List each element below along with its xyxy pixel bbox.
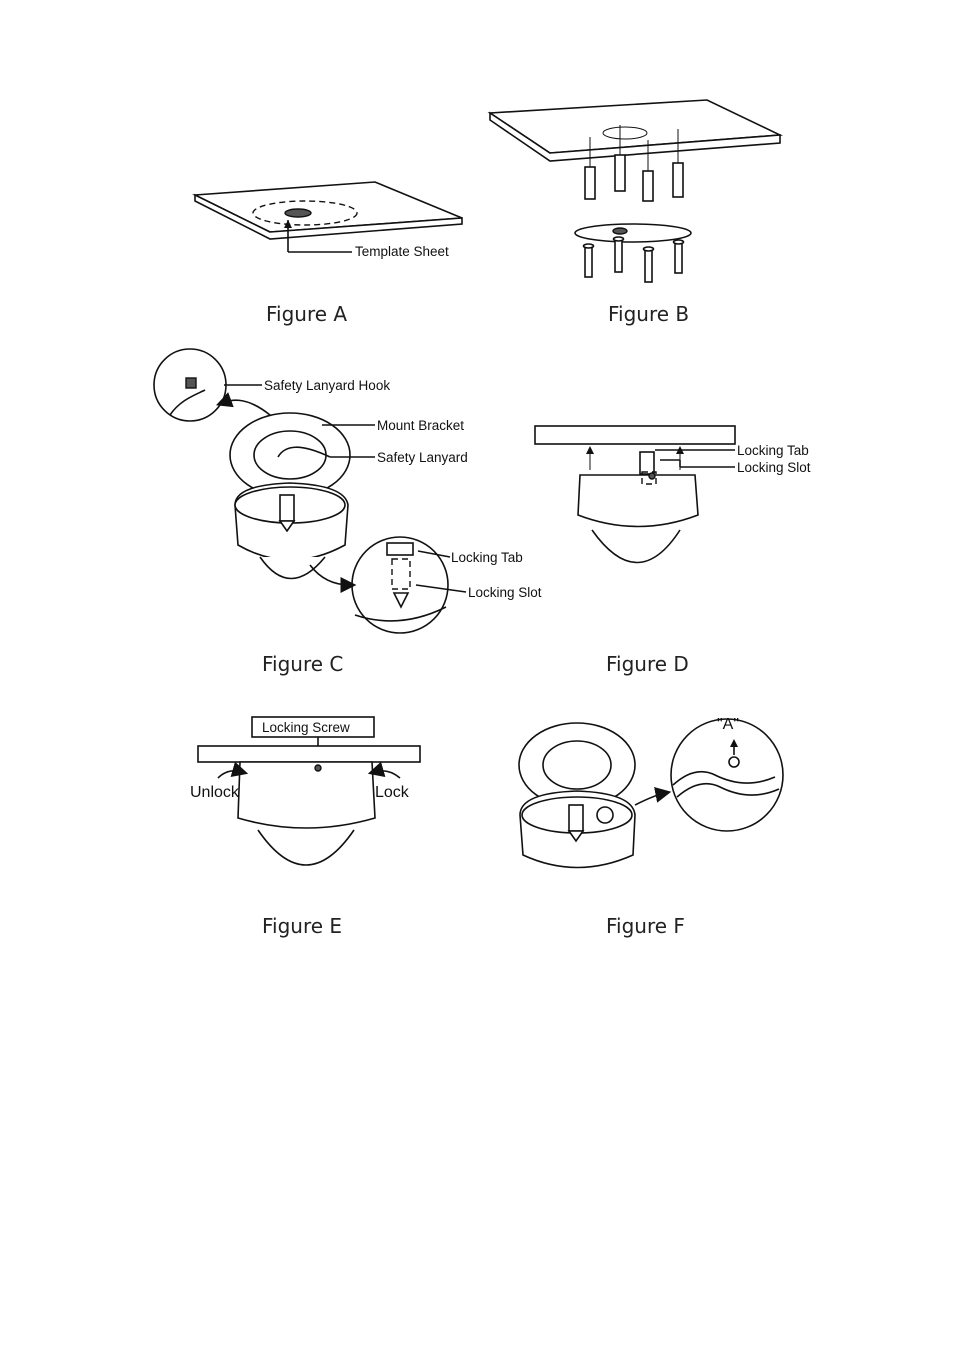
figure-e-caption: Figure E bbox=[262, 914, 343, 938]
figure-e-drawing: Locking Screw Unlock Lock bbox=[190, 716, 421, 866]
detail-inset-a bbox=[670, 718, 784, 832]
camera-housing bbox=[577, 474, 699, 528]
figure-f-caption: Figure F bbox=[606, 914, 685, 938]
figure-c-caption: Figure C bbox=[262, 652, 344, 676]
locking-screw-label: Locking Screw bbox=[262, 720, 350, 735]
locking-slot-label-d: Locking Slot bbox=[737, 460, 811, 475]
figure-a-drawing: Template Sheet bbox=[192, 181, 463, 259]
template-center-hole bbox=[284, 208, 312, 218]
figure-a-caption: Figure A bbox=[266, 302, 348, 326]
template-sheet-label: Template Sheet bbox=[355, 244, 449, 259]
locking-screw-label-box bbox=[251, 716, 375, 738]
safety-lanyard-label: Safety Lanyard bbox=[377, 450, 468, 465]
figure-b-drawing bbox=[487, 99, 784, 283]
mounting-screws bbox=[582, 236, 685, 283]
figure-c-drawing: Safety Lanyard Hook Mount Bracket Safety… bbox=[153, 348, 542, 634]
locking-slot-label-c: Locking Slot bbox=[468, 585, 542, 600]
camera-housing bbox=[237, 761, 376, 829]
ceiling-cable-hole bbox=[602, 126, 648, 140]
template-sheet-outline bbox=[252, 200, 358, 226]
a-mark-label: "A" bbox=[717, 716, 739, 733]
camera-dome bbox=[257, 829, 355, 866]
locking-tab-label-d: Locking Tab bbox=[737, 443, 809, 458]
lock-label: Lock bbox=[375, 784, 410, 801]
locking-tab-label-c: Locking Tab bbox=[451, 550, 523, 565]
camera-dome bbox=[591, 529, 681, 564]
ceiling-bar bbox=[534, 425, 736, 445]
ceiling-panel-edge bbox=[194, 193, 463, 240]
wall-anchors bbox=[584, 125, 684, 202]
ceiling-bar bbox=[197, 745, 421, 763]
figure-d-caption: Figure D bbox=[606, 652, 689, 676]
unlock-label: Unlock bbox=[190, 784, 240, 801]
figure-f-drawing: "A" bbox=[518, 716, 784, 869]
mount-bracket-label: Mount Bracket bbox=[377, 418, 464, 433]
camera-dome bbox=[259, 556, 326, 580]
safety-lanyard-hook-label: Safety Lanyard Hook bbox=[264, 378, 390, 393]
figure-d-drawing: Locking Tab Locking Slot bbox=[534, 425, 811, 564]
figure-b-caption: Figure B bbox=[608, 302, 690, 326]
mount-bracket-plate bbox=[574, 223, 692, 243]
